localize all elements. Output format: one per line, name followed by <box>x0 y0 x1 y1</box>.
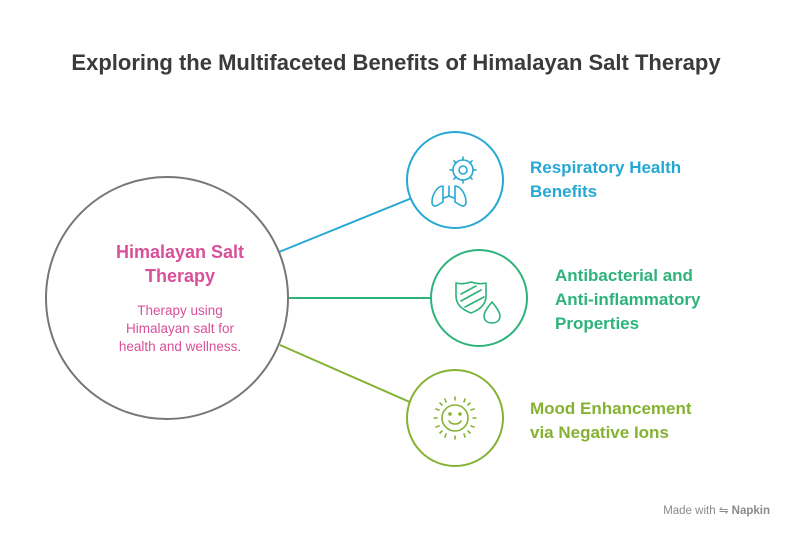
antibacterial-label: Antibacterial and Anti-inflammatory Prop… <box>555 264 700 336</box>
mood-circle <box>406 369 504 467</box>
happy-sun-icon <box>433 396 477 440</box>
shield-drop-icon <box>455 281 501 324</box>
respiratory-label: Respiratory Health Benefits <box>530 156 681 204</box>
antibacterial-label-line: Anti-inflammatory <box>555 290 701 309</box>
center-circle <box>45 176 289 420</box>
center-title: Himalayan Salt Therapy <box>60 240 300 288</box>
antibacterial-label-line: Properties <box>555 314 640 333</box>
center-title-line: Therapy <box>144 266 216 286</box>
respiratory-label-line: Respiratory Health <box>530 158 682 177</box>
mood-label: Mood Enhancement via Negative Ions <box>530 397 692 445</box>
respiratory-label-line: Benefits <box>530 182 598 201</box>
mood-label-line: Mood Enhancement <box>530 399 692 418</box>
antibacterial-label-line: Antibacterial and <box>555 266 693 285</box>
respiratory-circle <box>406 131 504 229</box>
center-description-line: Himalayan salt for <box>125 321 235 336</box>
footer-brand: Napkin <box>731 505 770 517</box>
made-with-napkin-badge[interactable]: Made with ⇋ Napkin <box>663 503 770 517</box>
center-description: Therapy using Himalayan salt for health … <box>80 302 280 356</box>
center-description-line: health and wellness. <box>118 339 242 354</box>
connector-respiratory <box>278 197 413 253</box>
napkin-logo-icon: ⇋ <box>718 505 729 517</box>
footer-prefix: Made with <box>663 505 716 517</box>
diagram-title: Exploring the Multifaceted Benefits of H… <box>71 50 721 75</box>
connector-mood <box>279 344 413 404</box>
mood-label-line: via Negative Ions <box>530 423 669 442</box>
center-description-line: Therapy using <box>137 303 223 318</box>
lungs-icon <box>431 156 477 207</box>
antibacterial-circle <box>430 249 528 347</box>
center-title-line: Himalayan Salt <box>115 242 245 262</box>
